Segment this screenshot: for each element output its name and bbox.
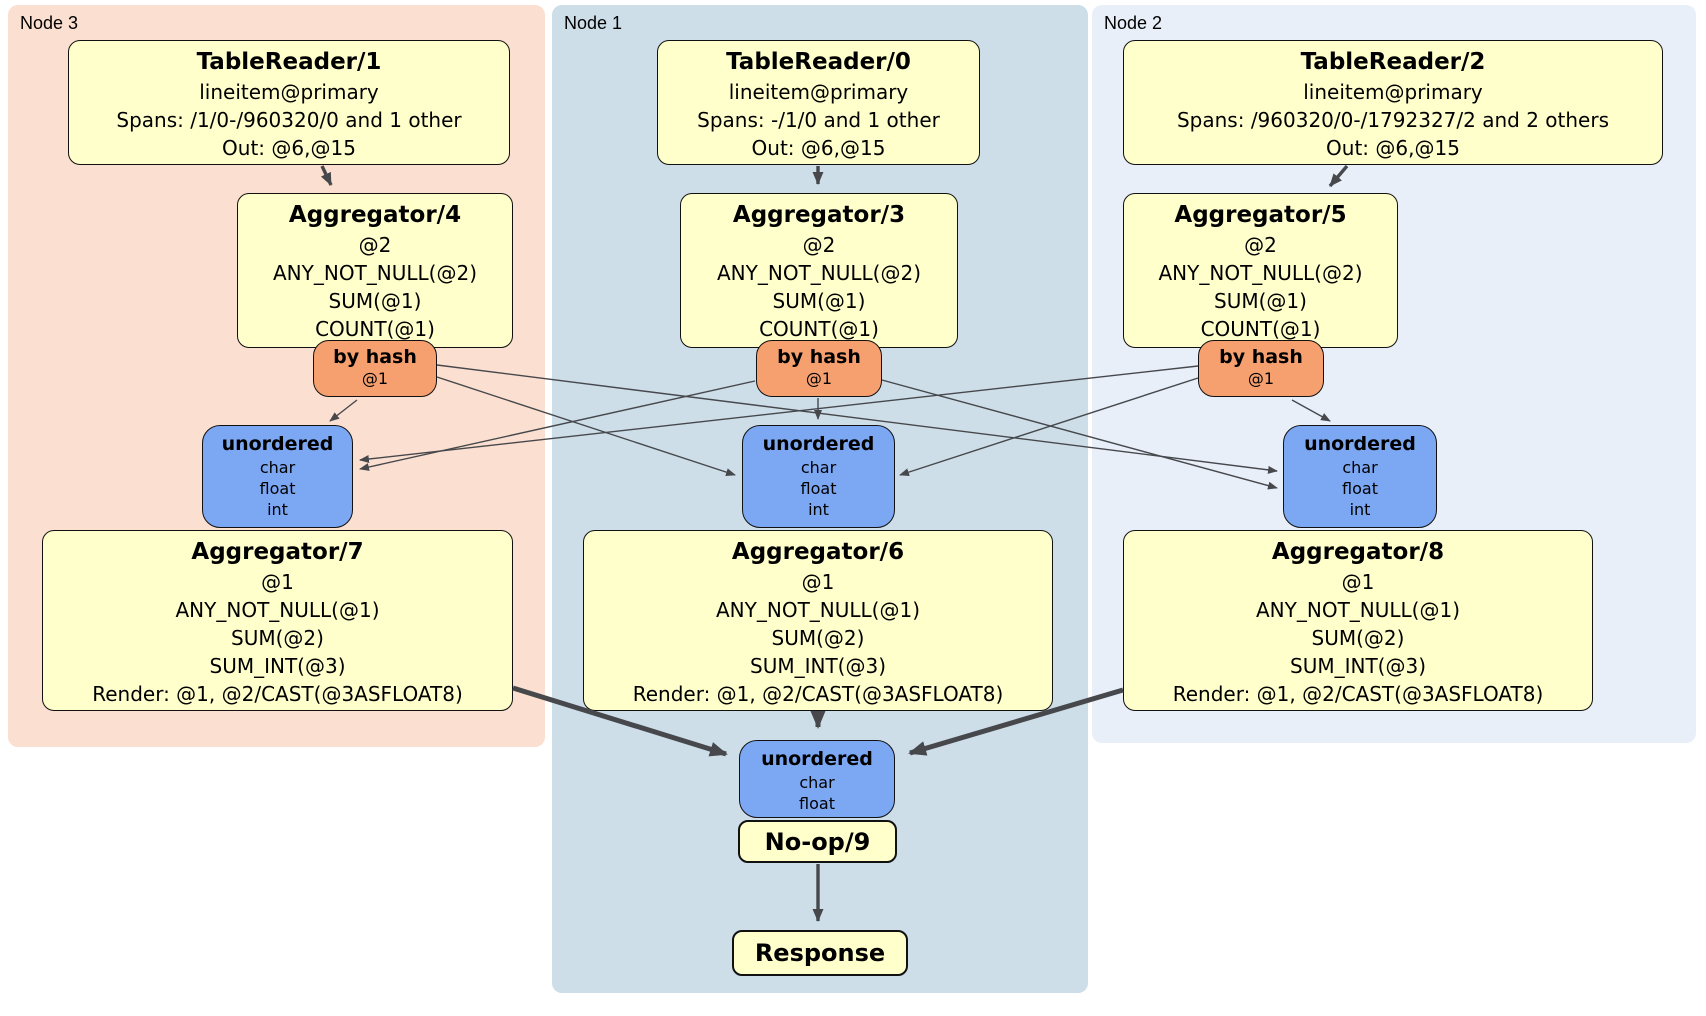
aggregator-3-fn1: ANY_NOT_NULL(@2) — [717, 261, 921, 285]
sync-output: unordered char float — [739, 740, 895, 818]
table-reader-0-spans: Spans: -/1/0 and 1 other — [697, 108, 940, 132]
sync-node3-label: unordered — [221, 433, 334, 455]
sync-node1-label: unordered — [762, 433, 875, 455]
aggregator-7-box: Aggregator/7 @1 ANY_NOT_NULL(@1) SUM(@2)… — [42, 530, 513, 711]
aggregator-3-fn2: SUM(@1) — [772, 289, 866, 313]
sync-node2-type2: float — [1342, 479, 1378, 498]
aggregator-4-group: @2 — [358, 233, 392, 257]
hash-router-node1-label: by hash — [777, 346, 861, 368]
table-reader-0-title: TableReader/0 — [726, 49, 911, 75]
sync-node3-type1: char — [259, 458, 296, 477]
table-reader-2-out: Out: @6,@15 — [1326, 136, 1460, 160]
table-reader-2-index: lineitem@primary — [1303, 80, 1483, 104]
table-reader-1-index: lineitem@primary — [199, 80, 379, 104]
aggregator-5-fn3: COUNT(@1) — [1200, 317, 1321, 341]
hash-router-node1-detail: @1 — [805, 369, 833, 388]
sync-node3: unordered char float int — [202, 425, 353, 528]
aggregator-8-fn3: SUM_INT(@3) — [1290, 654, 1426, 678]
aggregator-7-title: Aggregator/7 — [191, 539, 364, 565]
table-reader-0-out: Out: @6,@15 — [751, 136, 886, 160]
aggregator-6-box: Aggregator/6 @1 ANY_NOT_NULL(@1) SUM(@2)… — [583, 530, 1053, 711]
aggregator-4-title: Aggregator/4 — [288, 202, 462, 228]
aggregator-8-fn1: ANY_NOT_NULL(@1) — [1256, 598, 1460, 622]
hash-router-node2: by hash @1 — [1198, 340, 1324, 397]
aggregator-6-title: Aggregator/6 — [731, 539, 905, 565]
aggregator-3-fn3: COUNT(@1) — [759, 317, 879, 341]
aggregator-5-title: Aggregator/5 — [1174, 202, 1347, 228]
aggregator-5-fn1: ANY_NOT_NULL(@2) — [1158, 261, 1363, 285]
aggregator-3-title: Aggregator/3 — [732, 202, 906, 228]
aggregator-6-render: Render: @1, @2/CAST(@3ASFLOAT8) — [632, 682, 1004, 706]
sync-node1: unordered char float int — [742, 425, 895, 528]
aggregator-6-fn2: SUM(@2) — [771, 626, 865, 650]
table-reader-2-spans: Spans: /960320/0-/1792327/2 and 2 others — [1176, 108, 1609, 132]
hash-router-node3-label: by hash — [333, 346, 417, 368]
aggregator-5-group: @2 — [1244, 233, 1277, 257]
table-reader-0-box: TableReader/0 lineitem@primary Spans: -/… — [657, 40, 980, 165]
hash-router-node3-detail: @1 — [361, 369, 389, 388]
table-reader-1-title: TableReader/1 — [196, 49, 382, 75]
hash-router-node1: by hash @1 — [756, 340, 882, 397]
table-reader-1-box: TableReader/1 lineitem@primary Spans: /1… — [68, 40, 510, 165]
aggregator-8-box: Aggregator/8 @1 ANY_NOT_NULL(@1) SUM(@2)… — [1123, 530, 1593, 711]
table-reader-0-index: lineitem@primary — [728, 80, 909, 104]
sync-node3-type3: int — [267, 500, 288, 519]
aggregator-4-box: Aggregator/4 @2 ANY_NOT_NULL(@2) SUM(@1)… — [237, 193, 513, 348]
aggregator-8-render: Render: @1, @2/CAST(@3ASFLOAT8) — [1172, 682, 1544, 706]
aggregator-8-group: @1 — [1341, 570, 1375, 594]
sync-node3-type2: float — [259, 479, 296, 498]
table-reader-1-out: Out: @6,@15 — [222, 136, 356, 160]
response-title: Response — [754, 939, 886, 967]
aggregator-6-group: @1 — [801, 570, 835, 594]
sync-node1-type2: float — [800, 479, 837, 498]
hash-router-node3: by hash @1 — [313, 340, 437, 397]
node2-label: Node 2 — [1104, 13, 1163, 33]
node3-label: Node 3 — [20, 13, 79, 33]
aggregator-7-fn3: SUM_INT(@3) — [209, 654, 346, 678]
aggregator-6-fn1: ANY_NOT_NULL(@1) — [716, 598, 920, 622]
node1-label: Node 1 — [564, 13, 623, 33]
hash-router-node2-label: by hash — [1219, 346, 1303, 368]
aggregator-6-fn3: SUM_INT(@3) — [750, 654, 886, 678]
noop-box: No-op/9 — [738, 820, 897, 863]
sync-output-label: unordered — [761, 748, 873, 770]
sync-node2-label: unordered — [1304, 433, 1416, 455]
sync-node2-type3: int — [1349, 500, 1371, 519]
sync-node1-type1: char — [800, 458, 837, 477]
aggregator-3-box: Aggregator/3 @2 ANY_NOT_NULL(@2) SUM(@1)… — [680, 193, 958, 348]
aggregator-7-fn2: SUM(@2) — [231, 626, 324, 650]
aggregator-8-fn2: SUM(@2) — [1311, 626, 1405, 650]
aggregator-7-fn1: ANY_NOT_NULL(@1) — [175, 598, 380, 622]
aggregator-8-title: Aggregator/8 — [1271, 539, 1445, 565]
aggregator-5-fn2: SUM(@1) — [1214, 289, 1307, 313]
aggregator-7-render: Render: @1, @2/CAST(@3ASFLOAT8) — [92, 682, 463, 706]
sync-output-type1: char — [799, 773, 835, 792]
table-reader-2-box: TableReader/2 lineitem@primary Spans: /9… — [1123, 40, 1663, 165]
table-reader-2-title: TableReader/2 — [1300, 49, 1486, 75]
aggregator-3-group: @2 — [802, 233, 836, 257]
noop-title: No-op/9 — [764, 827, 871, 856]
aggregator-4-fn2: SUM(@1) — [328, 289, 422, 313]
table-reader-1-spans: Spans: /1/0-/960320/0 and 1 other — [116, 108, 462, 132]
aggregator-4-fn3: COUNT(@1) — [315, 317, 435, 341]
response-box: Response — [732, 930, 908, 976]
aggregator-7-group: @1 — [261, 570, 294, 594]
sync-node2: unordered char float int — [1283, 425, 1437, 528]
aggregator-5-box: Aggregator/5 @2 ANY_NOT_NULL(@2) SUM(@1)… — [1123, 193, 1398, 348]
sync-output-type2: float — [799, 794, 835, 813]
sync-node1-type3: int — [808, 500, 829, 519]
hash-router-node2-detail: @1 — [1247, 369, 1275, 388]
aggregator-4-fn1: ANY_NOT_NULL(@2) — [273, 261, 477, 285]
sync-node2-type1: char — [1342, 458, 1378, 477]
